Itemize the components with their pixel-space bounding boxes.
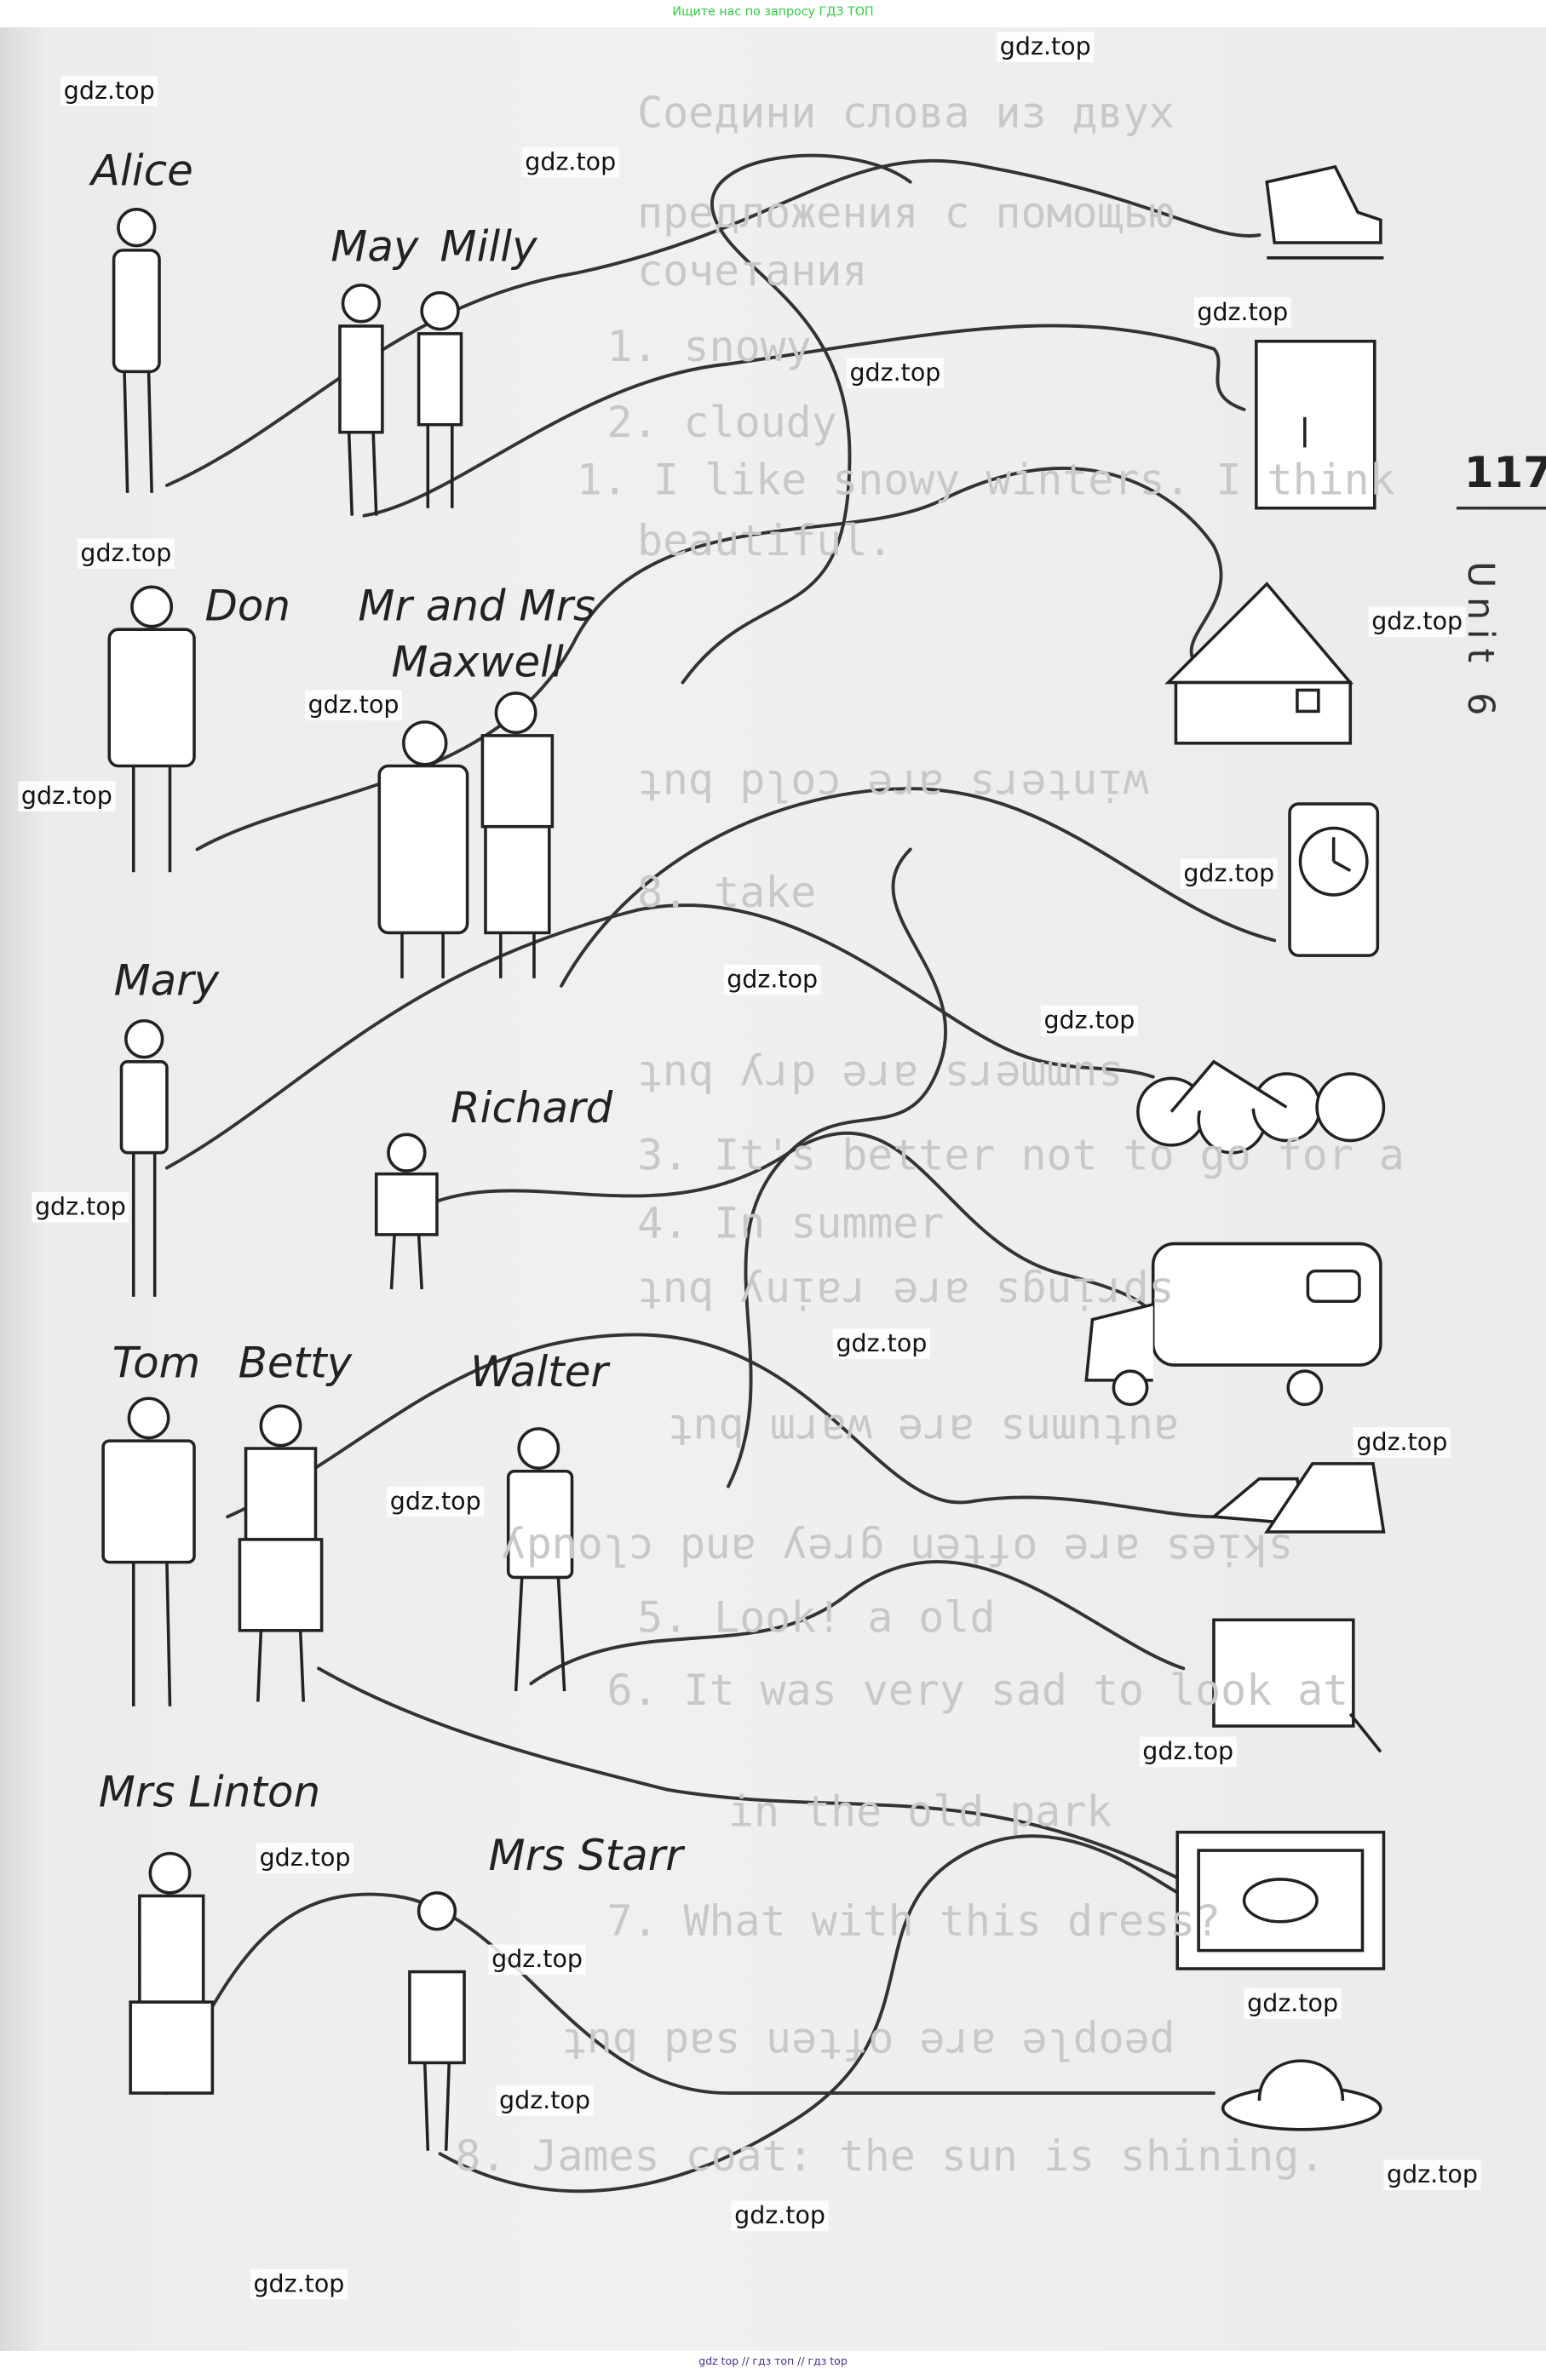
- name-walter: Walter: [470, 1346, 608, 1397]
- figure-may: [338, 284, 384, 516]
- figure-alice: [112, 208, 161, 493]
- figure-betty: [238, 1404, 324, 1702]
- watermark: gdz.top: [521, 146, 619, 178]
- house-icon: [1164, 582, 1354, 745]
- ghost-text-mirrored: autumns are warm but: [667, 1404, 1180, 1455]
- watermark: gdz.top: [723, 964, 821, 995]
- ghost-text-mirrored: summers are dry but: [637, 1051, 1124, 1102]
- watermark: gdz.top: [32, 1192, 129, 1223]
- figure-mrs-starr: [408, 1891, 466, 2151]
- watermark: gdz.top: [256, 1843, 354, 1873]
- watermark: gdz.top: [77, 538, 175, 569]
- name-alice: Alice: [90, 145, 193, 196]
- ghost-text-mirrored: people are often sad but: [561, 2018, 1175, 2069]
- watermark: gdz.top: [60, 76, 158, 106]
- carpet-icon: [1175, 1830, 1386, 1970]
- bicycles-icon: [1136, 1059, 1386, 1155]
- name-may: May: [330, 221, 419, 272]
- name-betty: Betty: [238, 1338, 353, 1388]
- watermark: gdz.top: [1193, 297, 1291, 328]
- unit-label: Unit 6: [1459, 561, 1503, 725]
- watermark: gdz.top: [997, 32, 1095, 63]
- ghost-text: сочетания: [637, 245, 868, 296]
- ghost-text: 6. It was very sad to look at: [606, 1665, 1349, 1716]
- ghost-text: 8. James coat: the sun is shining.: [455, 2131, 1325, 2182]
- figure-mr-maxwell: [377, 720, 469, 978]
- name-don: Don: [204, 581, 290, 631]
- figure-mrs-linton: [129, 1851, 215, 2095]
- name-mr-and-mrs: Mr and Mrs: [358, 581, 595, 631]
- figure-milly: [417, 290, 463, 508]
- bottom-banner[interactable]: gdz top // гдз топ // гдз top: [698, 2355, 848, 2368]
- clock-icon: [1288, 802, 1380, 957]
- watermark: gdz.top: [1383, 2159, 1481, 2191]
- ghost-text-mirrored: skies are often grey and cloudy: [500, 1524, 1294, 1574]
- watermark: gdz.top: [731, 2200, 829, 2232]
- watermark: gdz.top: [1139, 1736, 1237, 1768]
- watermark: gdz.top: [18, 781, 116, 811]
- watermark: gdz.top: [305, 690, 403, 721]
- watermark: gdz.top: [1040, 1005, 1138, 1036]
- tv-icon: [1212, 1618, 1382, 1753]
- objects: [1084, 164, 1386, 2131]
- figure-richard: [374, 1133, 439, 1290]
- figure-tom: [101, 1396, 196, 1706]
- name-mary: Mary: [113, 955, 220, 1006]
- ghost-text: 1. snowy: [606, 321, 812, 372]
- ghost-text: beautiful.: [637, 515, 894, 566]
- figure-don: [107, 585, 196, 873]
- watermark: gdz.top: [250, 2268, 348, 2300]
- hat-icon: [1221, 2059, 1382, 2131]
- top-banner[interactable]: Ищите нас по запросу ГДЗ ТОП: [672, 4, 874, 19]
- ghost-text: 2. cloudy: [606, 397, 837, 448]
- maze-lines: [164, 153, 1277, 2194]
- ghost-text: 1. I like snowy winters. I think: [576, 455, 1395, 506]
- page-number-rule: [1456, 506, 1546, 510]
- watermark: gdz.top: [1368, 606, 1466, 638]
- figure-mary: [119, 1018, 169, 1297]
- watermark: gdz.top: [1353, 1427, 1451, 1458]
- watermark: gdz.top: [1244, 1988, 1342, 2019]
- ghost-text: 5. Look! a old: [637, 1592, 996, 1643]
- camper-van-icon: [1084, 1242, 1382, 1407]
- page-number: 117: [1463, 447, 1546, 498]
- watermark: gdz.top: [387, 1486, 485, 1517]
- ghost-text-mirrored: winters are cold but: [637, 760, 1149, 811]
- watermark: gdz.top: [832, 1328, 930, 1359]
- figure-walter: [506, 1427, 574, 1692]
- ghost-text: 4. In summer: [637, 1198, 945, 1248]
- ghost-text: 8. take: [637, 867, 817, 918]
- ghost-text: 3. It's better not to go for a: [637, 1129, 1405, 1180]
- fridge-icon: [1255, 339, 1376, 510]
- name-milly: Milly: [440, 221, 537, 272]
- characters: [101, 208, 574, 2151]
- name-mrs-starr: Mrs Starr: [488, 1830, 683, 1881]
- ghost-text: предложения с помощью: [637, 187, 1175, 238]
- ghost-text: in the old park: [727, 1786, 1112, 1838]
- shoes-icon: [1210, 1462, 1386, 1534]
- name-mrs-linton: Mrs Linton: [98, 1767, 321, 1817]
- watermark: gdz.top: [1180, 858, 1278, 889]
- name-tom: Tom: [112, 1338, 201, 1388]
- skates-icon: [1265, 164, 1384, 260]
- watermark: gdz.top: [488, 1944, 586, 1976]
- name-richard: Richard: [451, 1082, 613, 1133]
- watermark: gdz.top: [846, 358, 944, 388]
- watermark: gdz.top: [496, 2085, 594, 2116]
- figure-mrs-maxwell: [480, 691, 555, 978]
- ghost-text: Соедини слова из двух: [637, 88, 1175, 139]
- ghost-text-mirrored: springs are rainy but: [637, 1268, 1175, 1318]
- name-maxwell: Maxwell: [391, 637, 564, 687]
- ghost-text: 7. What with this dress?: [606, 1895, 1221, 1947]
